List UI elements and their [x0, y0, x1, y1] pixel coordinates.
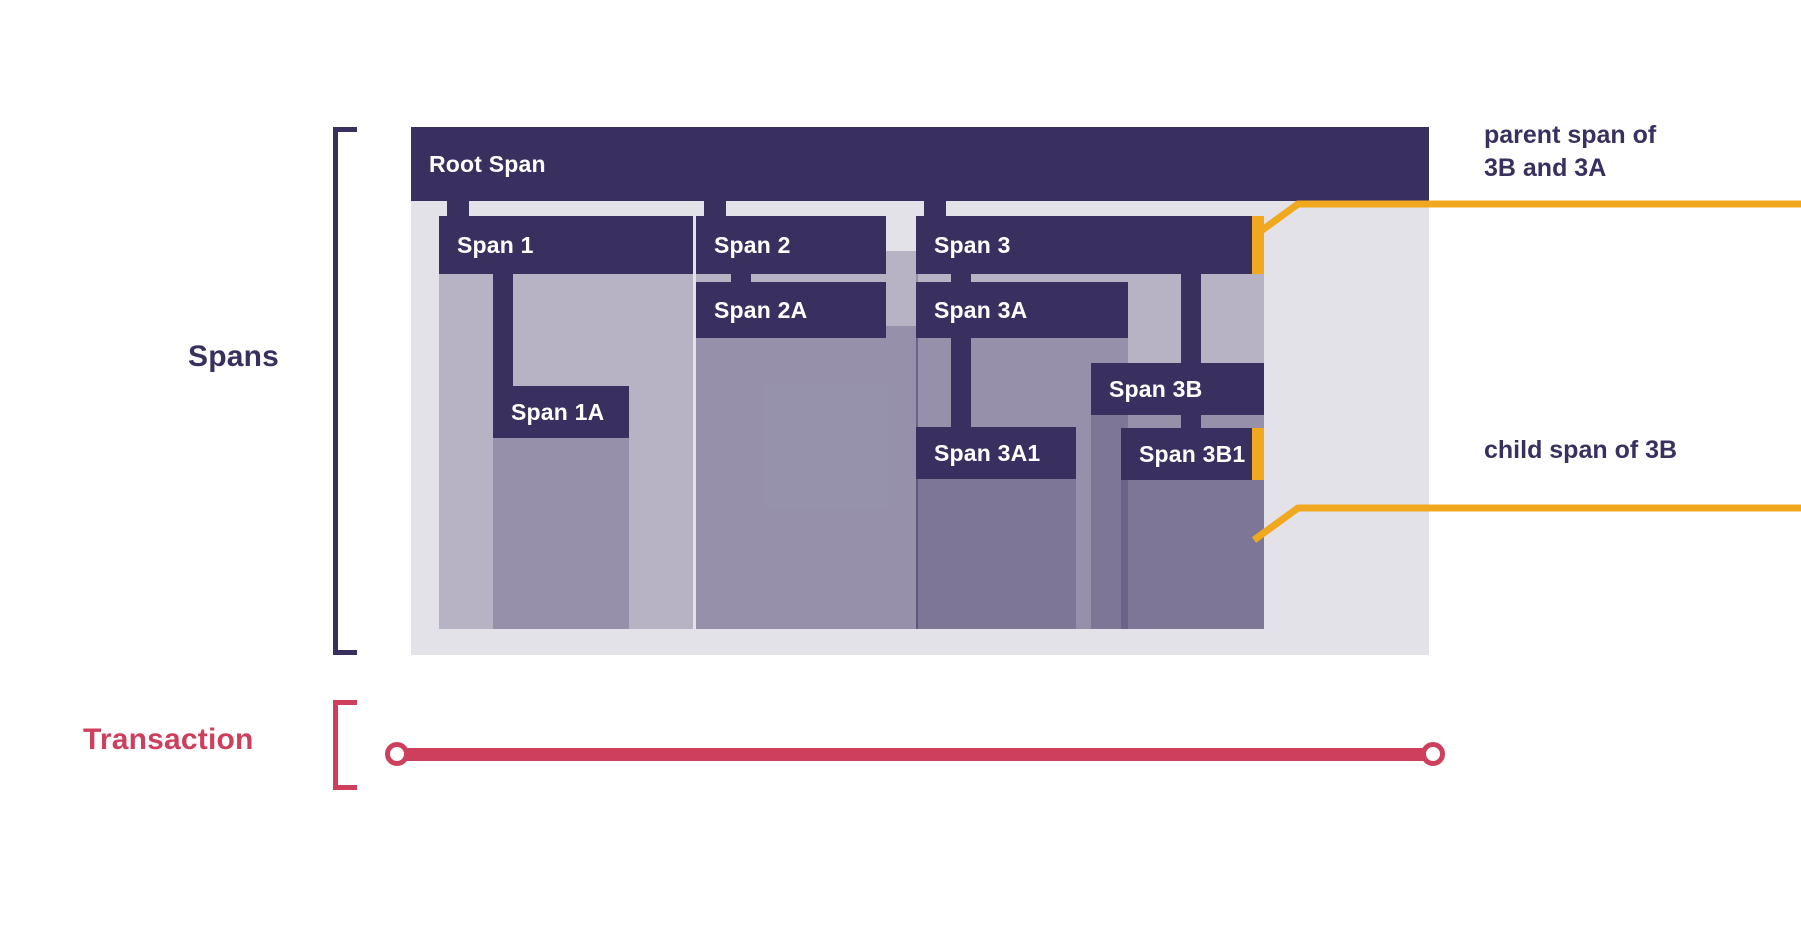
span-container-3b1 — [1121, 455, 1264, 629]
span-label-3a1: Span 3A1 — [934, 439, 1041, 466]
parent-callout-text: parent span of 3B and 3A — [1484, 121, 1657, 182]
transaction-rail — [399, 748, 1431, 761]
span-container-3a1 — [916, 449, 1076, 629]
span-body-2a — [696, 326, 918, 629]
span-label-2: Span 2 — [714, 231, 791, 258]
span-body-1 — [439, 251, 693, 629]
span-bar-3b1[interactable]: Span 3B1 — [1121, 428, 1264, 480]
span-label-3b1: Span 3B1 — [1139, 440, 1246, 467]
span-body-1a — [493, 408, 629, 629]
transaction-end-dot — [1421, 742, 1445, 766]
span-label-3a: Span 3A — [934, 296, 1028, 323]
span-label-1: Span 1 — [457, 231, 534, 258]
span-bar-1a[interactable]: Span 1A — [493, 386, 629, 438]
span-label-root: Root Span — [429, 150, 546, 177]
span-bar-2a[interactable]: Span 2A — [696, 282, 886, 338]
span-bar-2[interactable]: Span 2 — [696, 216, 886, 274]
child-callout-leader — [1251, 504, 1801, 543]
span-bar-3[interactable]: Span 3 — [916, 216, 1264, 274]
span-bar-3b[interactable]: Span 3B — [1091, 363, 1264, 415]
transaction-start-dot — [385, 742, 409, 766]
span-bar-3a[interactable]: Span 3A — [916, 282, 1128, 338]
span-body-3b1 — [1121, 455, 1264, 629]
span-label-3: Span 3 — [934, 231, 1011, 258]
stem-span3a-to-span3a1 — [951, 338, 971, 449]
spans-section-label: Spans — [188, 340, 280, 373]
spans-diagram: Root Span Span 1 Span 1A Span 2 Span 2A … — [411, 127, 1429, 655]
parent-callout-leader — [1251, 200, 1801, 239]
span-bar-3a1[interactable]: Span 3A1 — [916, 427, 1076, 479]
span-container-1 — [439, 251, 693, 629]
span-body-3a1 — [916, 449, 1076, 629]
span-bar-1[interactable]: Span 1 — [439, 216, 693, 274]
span-container-1a — [493, 408, 629, 629]
span-label-1a: Span 1A — [511, 398, 605, 425]
stem-span1-to-span1a — [493, 274, 513, 408]
spans-bracket — [333, 127, 357, 655]
child-span-marker — [1252, 428, 1264, 480]
span-bar-root[interactable]: Root Span — [411, 127, 1429, 201]
span-label-3b: Span 3B — [1109, 375, 1203, 402]
transaction-bar — [385, 742, 1445, 766]
stem-span3-to-span3b — [1181, 274, 1201, 389]
span-container-2a — [696, 326, 918, 629]
transaction-bracket — [333, 700, 357, 790]
child-callout-text: child span of 3B — [1484, 436, 1678, 464]
span-label-2a: Span 2A — [714, 296, 808, 323]
transaction-section-label: Transaction — [83, 723, 254, 756]
parent-span-marker — [1252, 216, 1264, 274]
